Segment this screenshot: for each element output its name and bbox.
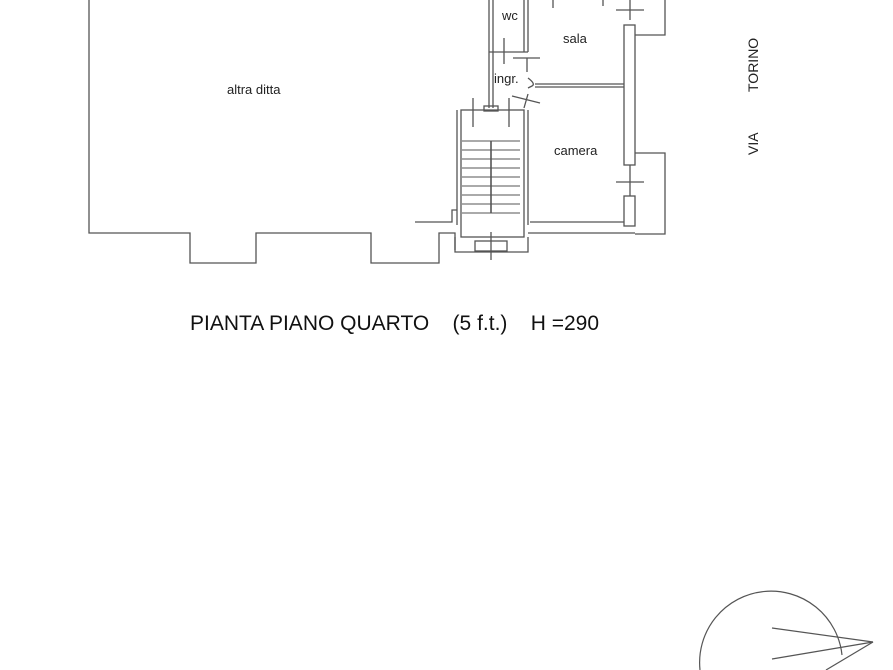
stair-steps	[462, 140, 520, 214]
room-label-sala: sala	[563, 31, 587, 46]
altra-ditta-walls	[88, 0, 456, 264]
north-arrow	[699, 590, 874, 670]
street-label-via: VIA	[745, 132, 761, 155]
room-label-wc: wc	[502, 8, 518, 23]
room-label-camera: camera	[554, 143, 598, 158]
plan-title: PIANTA PIANO QUARTO (5 f.t.) H =290	[190, 312, 600, 335]
stair-well	[460, 109, 525, 238]
room-label-ingr: ingr.	[494, 71, 519, 86]
street-label-torino: TORINO	[745, 37, 761, 92]
room-label-altra-ditta: altra ditta	[227, 82, 281, 97]
